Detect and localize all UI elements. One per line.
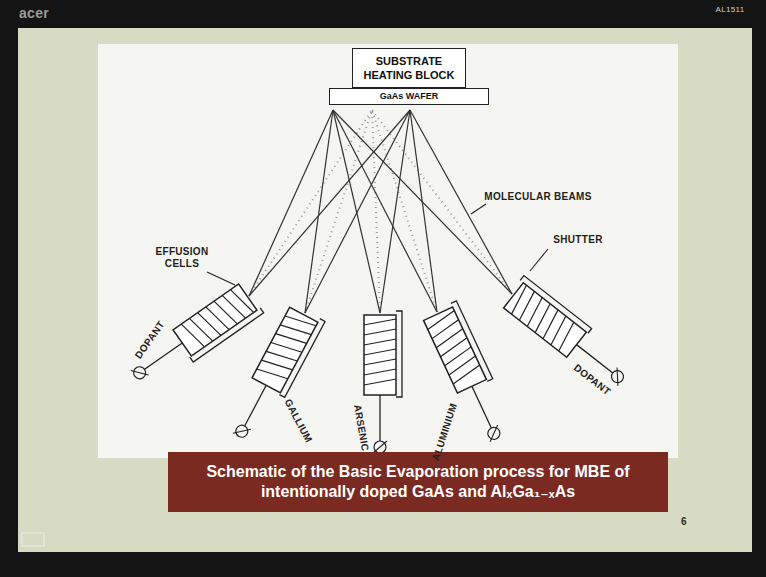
effusion-cell xyxy=(225,304,325,447)
caption-text: Schematic of the Basic Evaporation proce… xyxy=(196,462,641,502)
molecular-beam-lines xyxy=(333,110,437,312)
molecular-beam-lines xyxy=(380,110,410,313)
effusion-cell xyxy=(126,282,264,395)
part-label: MOLECULAR BEAMS xyxy=(484,191,591,203)
box-text: GaAs WAFER xyxy=(336,91,482,102)
monitor-model: AL1511 xyxy=(716,5,745,15)
part-label: EFFUSION CELLS xyxy=(151,246,213,270)
box-text: SUBSTRATE HEATING BLOCK xyxy=(361,54,457,82)
molecular-beam-stipple xyxy=(249,110,512,313)
molecular-beam-lines xyxy=(305,110,333,313)
molecular-beam-lines xyxy=(410,110,437,312)
effusion-cell xyxy=(500,276,635,393)
leader-lines xyxy=(530,249,548,271)
effusion-cell xyxy=(364,311,402,453)
molecular-beam-lines xyxy=(333,110,380,313)
heating-block-box: SUBSTRATE HEATING BLOCK xyxy=(352,48,466,88)
wafer-box: GaAs WAFER xyxy=(329,88,489,105)
caption-band: Schematic of the Basic Evaporation proce… xyxy=(168,452,668,512)
slide-ground xyxy=(18,28,752,552)
monitor-brand: acer xyxy=(19,5,49,22)
slide-number: 6 xyxy=(681,516,687,528)
molecular-beam-lines xyxy=(249,110,512,313)
part-label: SHUTTER xyxy=(553,234,602,246)
leader-lines xyxy=(471,204,486,214)
leader-lines xyxy=(207,272,235,285)
molecular-beam-stipple xyxy=(249,110,372,296)
figure-ground xyxy=(98,44,678,458)
corner-icon xyxy=(22,533,44,546)
molecular-beam-lines xyxy=(305,110,410,313)
leader-lines xyxy=(207,204,548,285)
effusion-cell xyxy=(422,301,516,446)
